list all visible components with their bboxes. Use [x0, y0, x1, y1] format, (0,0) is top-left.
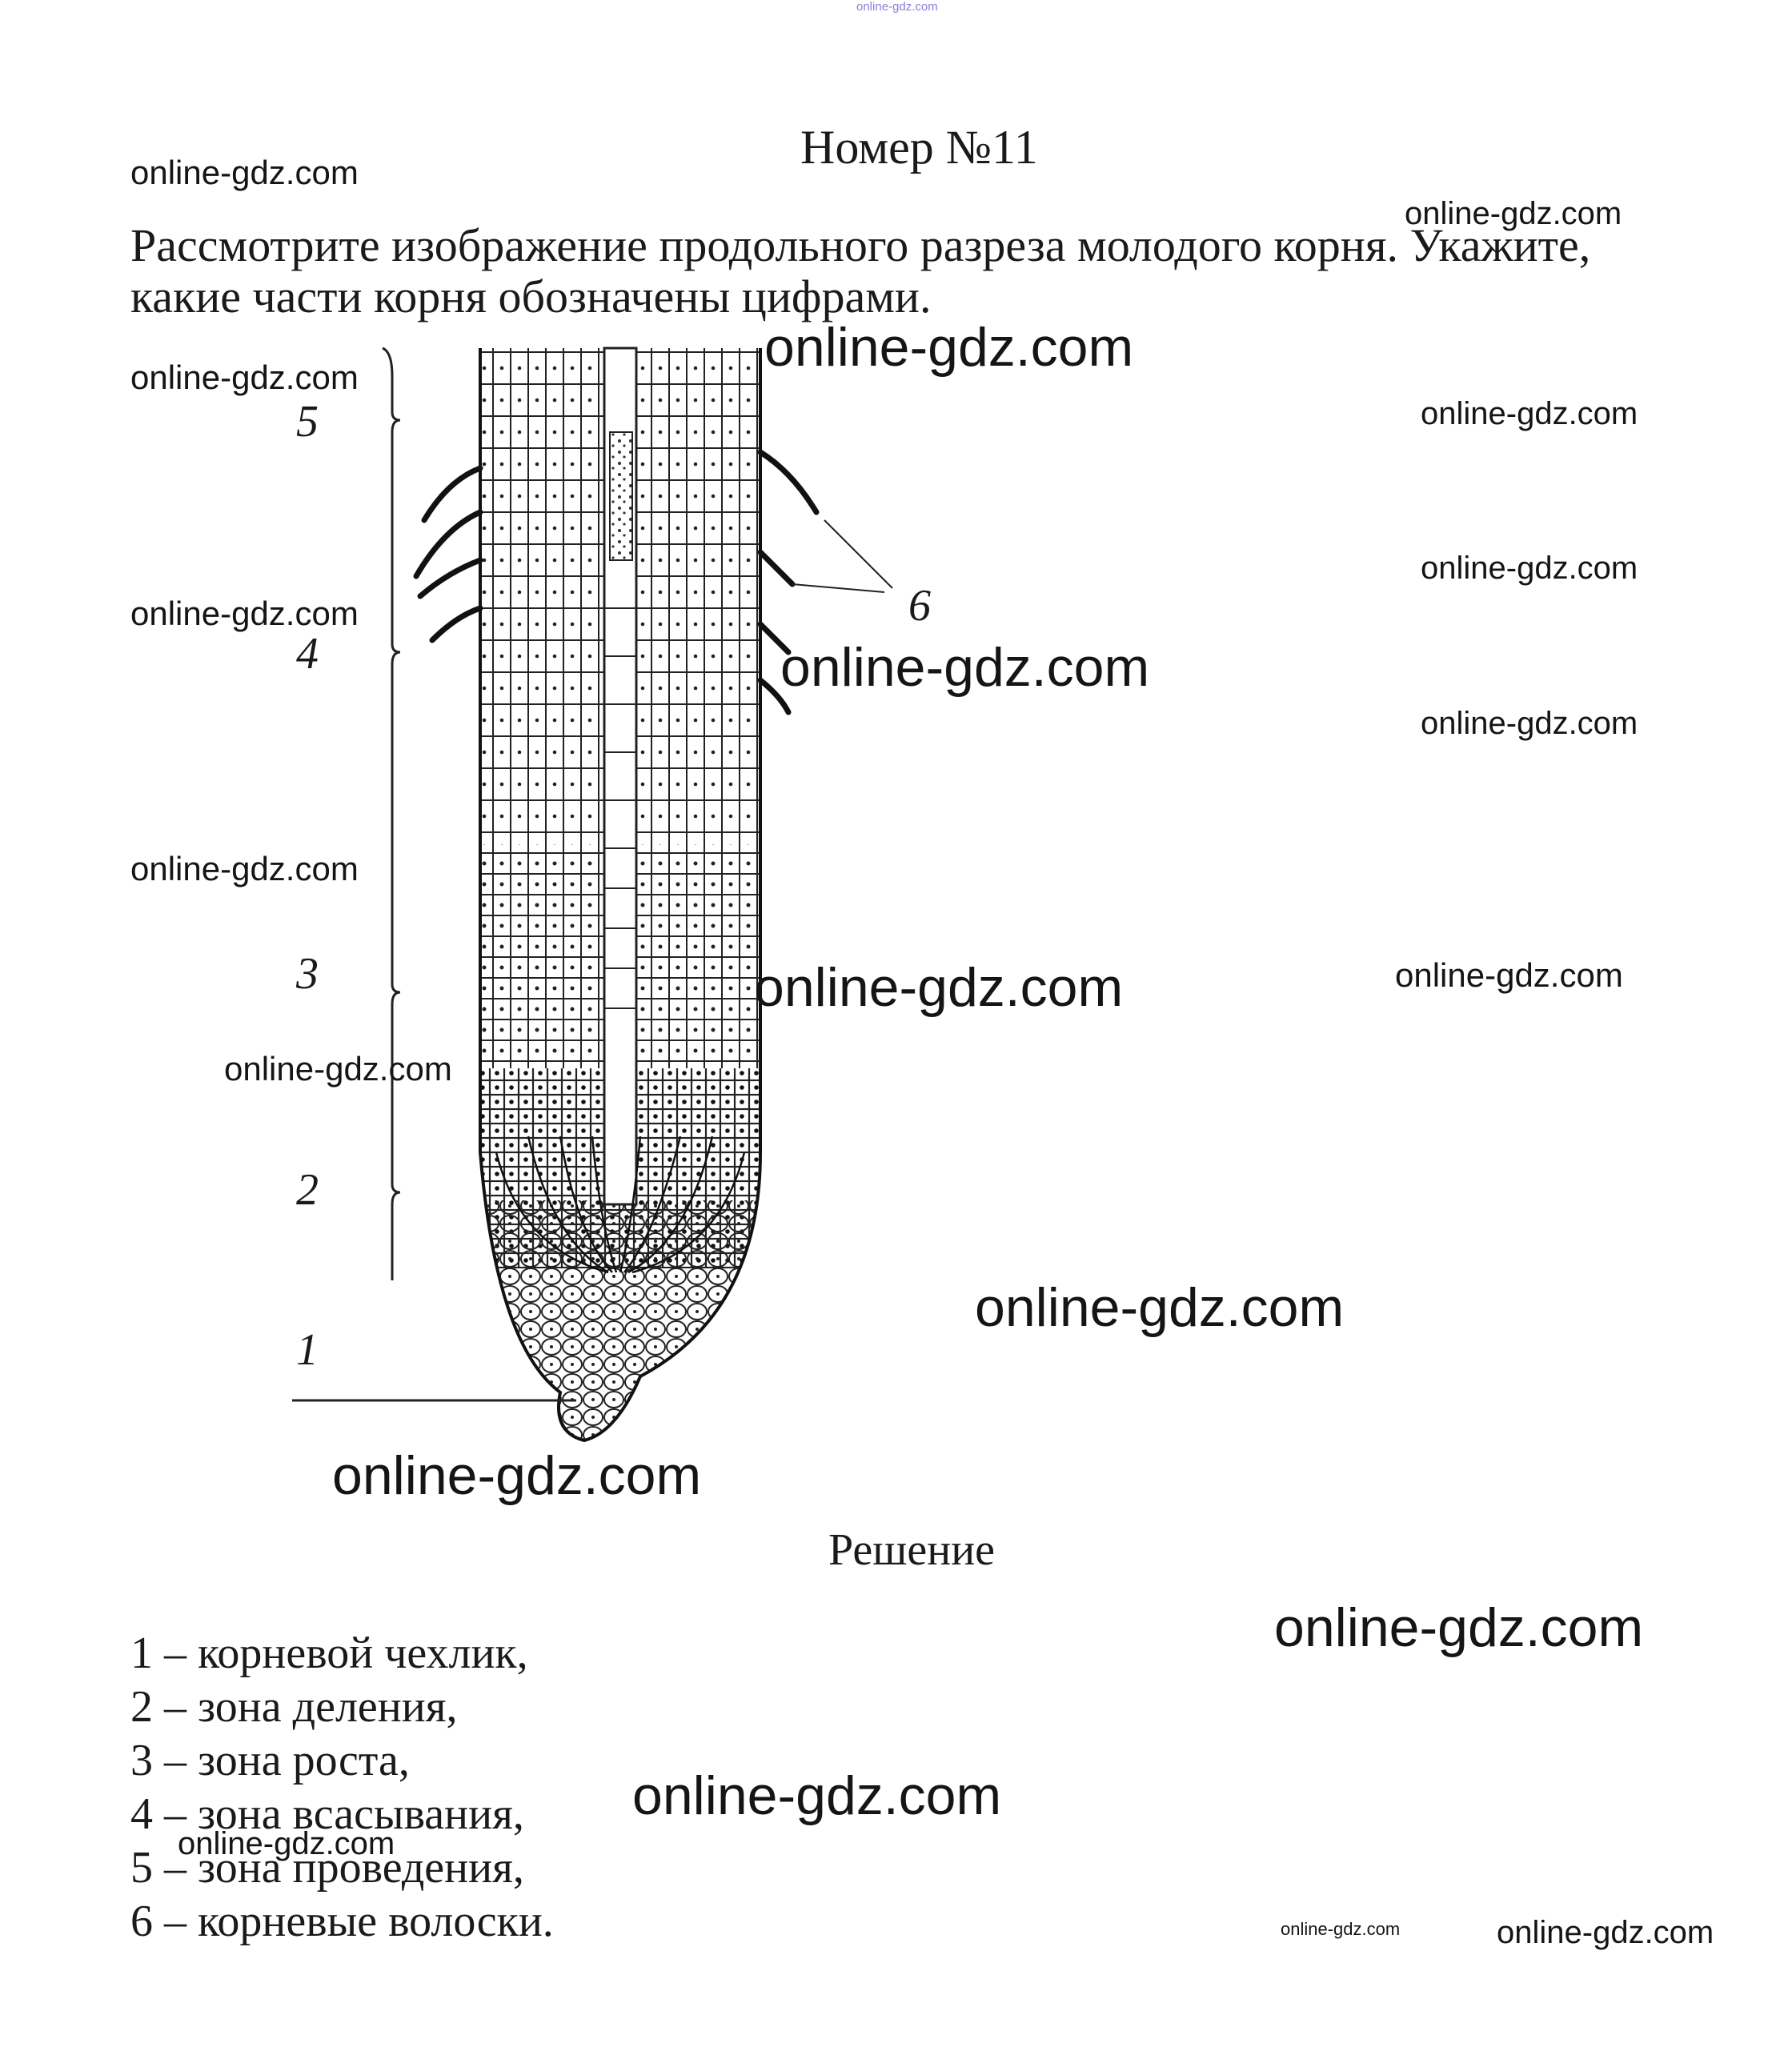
watermark: online-gdz.com: [975, 1277, 1345, 1338]
watermark: online-gdz.com: [1395, 956, 1623, 994]
watermark: online-gdz.com: [1281, 1919, 1401, 1939]
watermark: online-gdz.com: [1497, 1915, 1714, 1950]
watermark: online-gdz.com: [1421, 706, 1638, 741]
answer-6: 6 – корневые волоски.: [130, 1897, 554, 1946]
task-text: Рассмотрите изображение продольного разр…: [130, 220, 1691, 322]
watermark: online-gdz.com: [754, 957, 1124, 1018]
watermark: online-gdz.com: [178, 1826, 395, 1861]
answer-3: 3 – зона роста,: [130, 1736, 410, 1785]
watermark: online-gdz.com: [224, 1050, 452, 1088]
watermark: online-gdz.com: [1421, 551, 1638, 586]
answer-1: 1 – корневой чехлик,: [130, 1628, 528, 1678]
watermark: online-gdz.com: [332, 1445, 702, 1506]
zone-braces: [292, 347, 576, 1402]
root-hairs: [413, 449, 820, 715]
solution-title: Решение: [828, 1525, 996, 1575]
zone-label-2: 2: [296, 1165, 319, 1215]
task-line-2: какие части корня обозначены цифрами.: [130, 270, 932, 322]
watermark: online-gdz.com: [130, 359, 359, 396]
watermark: online-gdz.com: [764, 317, 1134, 378]
zone-label-5: 5: [296, 397, 319, 447]
answer-4: 4 – зона всасывания,: [130, 1789, 524, 1839]
watermark: online-gdz.com: [780, 637, 1150, 698]
zone-label-1: 1: [296, 1325, 319, 1375]
label-6-pointer: [792, 519, 893, 593]
root-body: [479, 347, 762, 1443]
watermark: online-gdz.com: [130, 154, 359, 191]
watermark: online-gdz.com: [1421, 396, 1638, 431]
task-line-1: Рассмотрите изображение продольного разр…: [130, 219, 1591, 271]
zone-label-3: 3: [296, 949, 319, 999]
page-title: Номер №11: [800, 121, 1038, 174]
zone-label-6: 6: [908, 581, 931, 631]
watermark: online-gdz.com: [130, 850, 359, 887]
answer-list: 1 – корневой чехлик, 2 – зона деления, 3…: [130, 1627, 554, 1949]
watermark: online-gdz.com: [130, 595, 359, 632]
answer-5: 5 – зона проведения,: [130, 1843, 524, 1893]
zone-label-4: 4: [296, 629, 319, 679]
answer-2: 2 – зона деления,: [130, 1682, 458, 1732]
watermark: online-gdz.com: [1405, 196, 1622, 231]
watermark: online-gdz.com: [1274, 1597, 1644, 1658]
watermark-top: online-gdz.com: [856, 0, 938, 14]
watermark: online-gdz.com: [632, 1765, 1002, 1826]
